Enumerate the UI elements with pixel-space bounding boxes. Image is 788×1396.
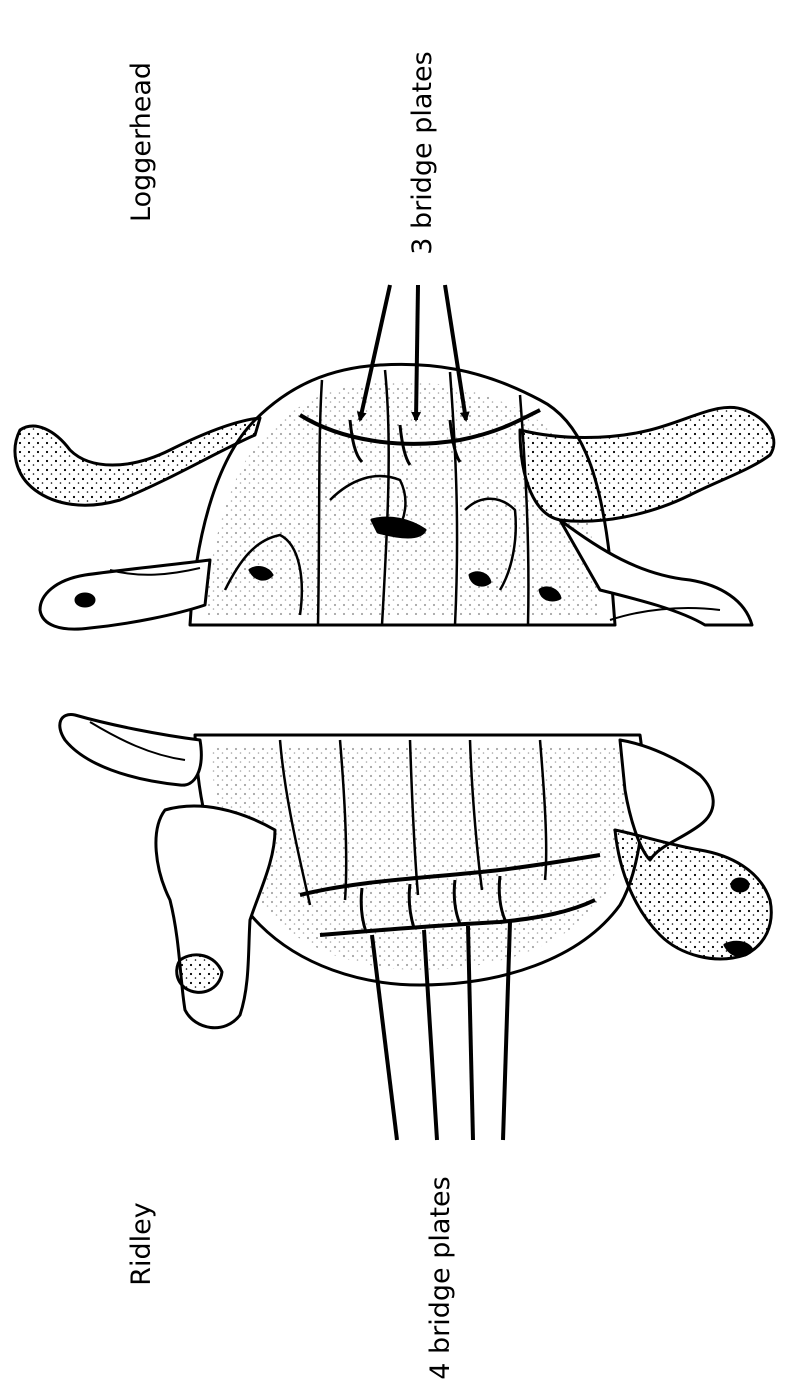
loggerhead-bridge-plates-label: 3 bridge plates xyxy=(406,43,440,263)
loggerhead-label: Loggerhead xyxy=(125,72,159,222)
ridley-bridge-plates-label: 4 bridge plates xyxy=(424,1168,458,1388)
loggerhead-pointer-2 xyxy=(416,285,418,420)
ridley-illustration xyxy=(60,715,771,1028)
loggerhead-eye xyxy=(76,594,94,606)
loggerhead-dark-mark-3 xyxy=(470,573,490,585)
ridley-neck xyxy=(60,715,202,786)
loggerhead-illustration xyxy=(15,364,774,629)
ridley-front-flipper-spots xyxy=(177,955,222,992)
ridley-eye xyxy=(732,879,748,891)
ridley-head xyxy=(615,830,771,959)
ridley-label: Ridley xyxy=(125,1194,159,1294)
